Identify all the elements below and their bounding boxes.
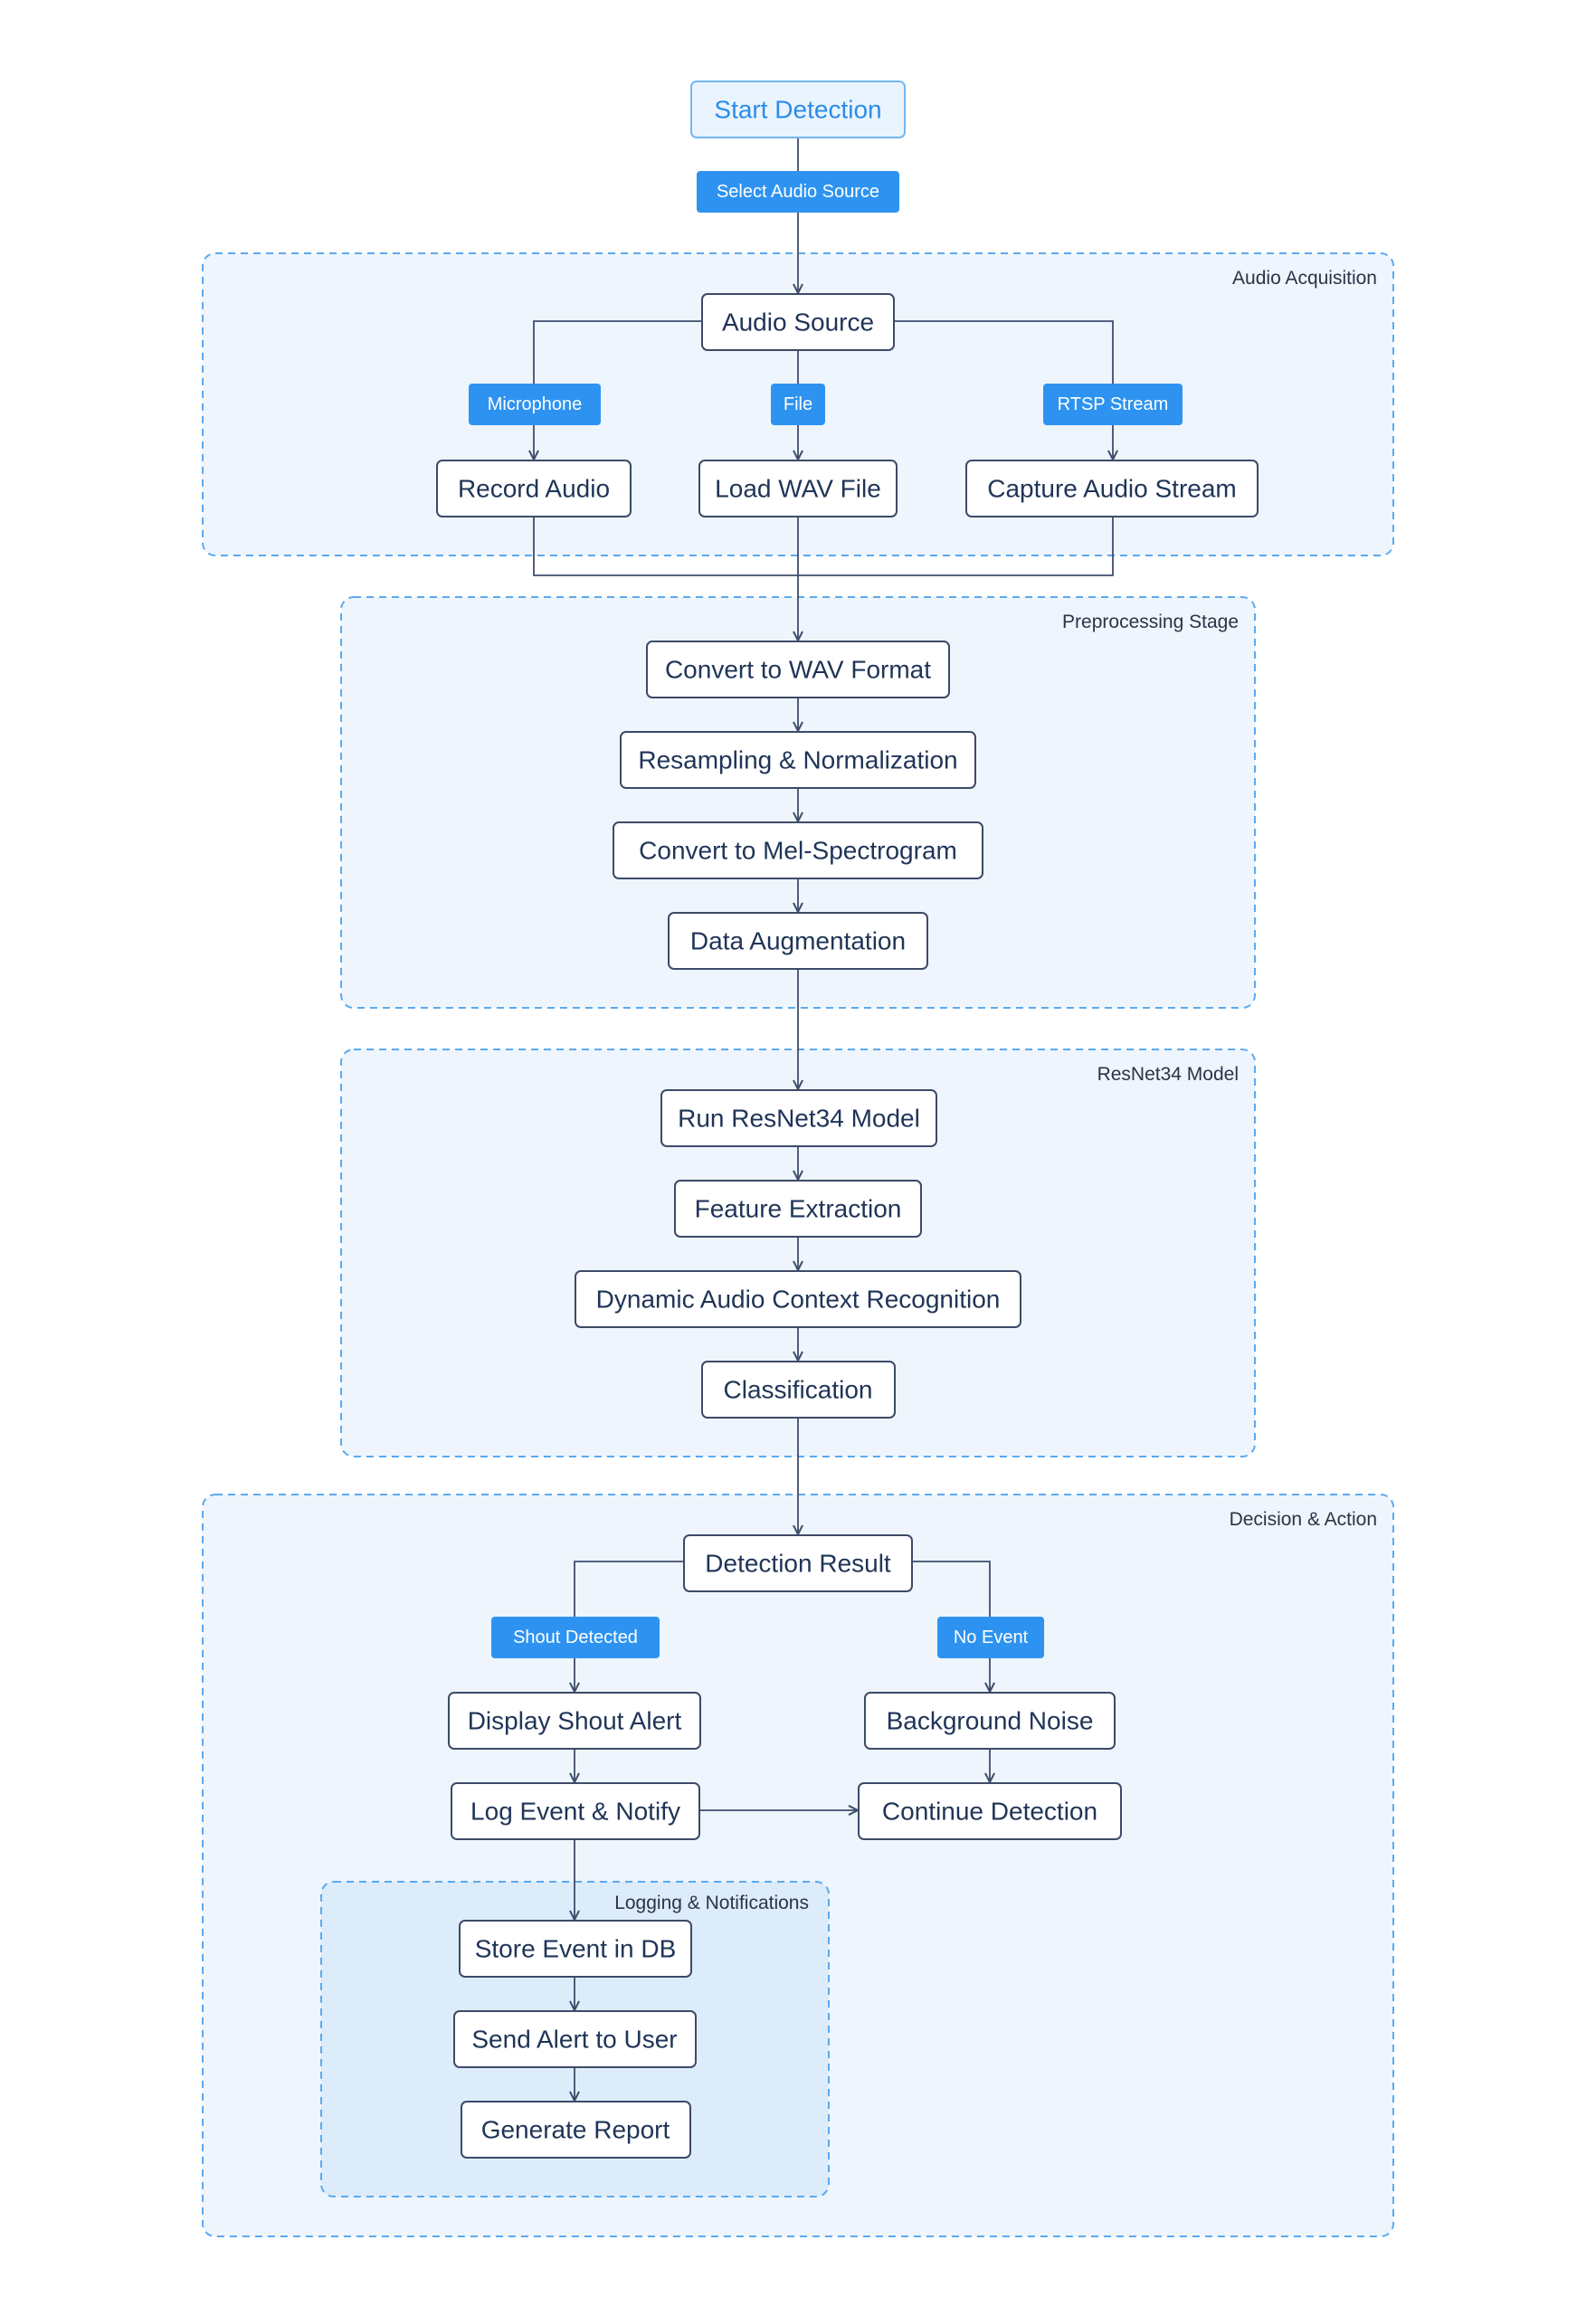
- svg-text:Convert to WAV Format: Convert to WAV Format: [665, 656, 931, 684]
- svg-text:Classification: Classification: [724, 1376, 873, 1404]
- group-title-preprocessing: Preprocessing Stage: [1062, 612, 1239, 632]
- node-capture-audio-stream[interactable]: Capture Audio Stream: [965, 460, 1259, 517]
- node-start-detection[interactable]: Start Detection: [690, 81, 906, 138]
- group-title-logging: Logging & Notifications: [614, 1893, 809, 1913]
- node-log-event-notify[interactable]: Log Event & Notify: [451, 1782, 700, 1840]
- svg-text:Detection Result: Detection Result: [705, 1550, 891, 1578]
- svg-text:Load WAV File: Load WAV File: [715, 475, 881, 503]
- svg-text:RTSP Stream: RTSP Stream: [1058, 394, 1169, 414]
- edge-label-file: File: [771, 384, 825, 425]
- node-store-event-db[interactable]: Store Event in DB: [459, 1920, 692, 1978]
- node-display-shout-alert[interactable]: Display Shout Alert: [448, 1692, 701, 1750]
- svg-text:Continue Detection: Continue Detection: [882, 1798, 1097, 1826]
- svg-text:Store Event in DB: Store Event in DB: [475, 1935, 677, 1963]
- node-send-alert-user[interactable]: Send Alert to User: [453, 2010, 697, 2068]
- node-record-audio[interactable]: Record Audio: [436, 460, 632, 517]
- svg-text:Start Detection: Start Detection: [714, 96, 881, 124]
- node-context-recognition[interactable]: Dynamic Audio Context Recognition: [575, 1270, 1021, 1328]
- node-detection-result[interactable]: Detection Result: [683, 1534, 913, 1592]
- svg-text:Generate Report: Generate Report: [481, 2116, 670, 2144]
- svg-text:No Event: No Event: [954, 1628, 1029, 1647]
- svg-text:Microphone: Microphone: [488, 394, 583, 414]
- svg-text:Run ResNet34 Model: Run ResNet34 Model: [678, 1105, 920, 1133]
- svg-text:Capture Audio Stream: Capture Audio Stream: [987, 475, 1237, 503]
- svg-text:Select Audio Source: Select Audio Source: [717, 182, 879, 202]
- node-classification[interactable]: Classification: [701, 1361, 896, 1419]
- svg-text:Resampling & Normalization: Resampling & Normalization: [638, 746, 957, 774]
- edge-capture-to-merge: [798, 516, 1114, 576]
- edge-label-shout-detected: Shout Detected: [491, 1617, 660, 1658]
- edge-label-select-source: Select Audio Source: [697, 171, 899, 213]
- group-title-audio-acquisition: Audio Acquisition: [1232, 268, 1377, 289]
- node-load-wav-file[interactable]: Load WAV File: [698, 460, 898, 517]
- node-continue-detection[interactable]: Continue Detection: [858, 1782, 1122, 1840]
- svg-text:Audio Source: Audio Source: [722, 308, 874, 337]
- edge-record-to-merge: [533, 516, 798, 576]
- edge-label-rtsp: RTSP Stream: [1043, 384, 1183, 425]
- svg-text:Dynamic Audio Context Recognit: Dynamic Audio Context Recognition: [596, 1286, 1001, 1314]
- svg-text:Background Noise: Background Noise: [887, 1707, 1094, 1735]
- svg-text:File: File: [784, 394, 812, 414]
- svg-text:Record Audio: Record Audio: [458, 475, 610, 503]
- node-feature-extraction[interactable]: Feature Extraction: [674, 1180, 922, 1238]
- svg-text:Shout Detected: Shout Detected: [513, 1628, 638, 1647]
- node-background-noise[interactable]: Background Noise: [864, 1692, 1116, 1750]
- group-title-decision: Decision & Action: [1230, 1509, 1377, 1530]
- edge-label-no-event: No Event: [937, 1617, 1044, 1658]
- node-audio-source[interactable]: Audio Source: [701, 293, 895, 351]
- node-data-augmentation[interactable]: Data Augmentation: [668, 912, 928, 970]
- edge-label-microphone: Microphone: [469, 384, 601, 425]
- node-generate-report[interactable]: Generate Report: [461, 2101, 691, 2159]
- node-mel-spectrogram[interactable]: Convert to Mel-Spectrogram: [613, 821, 983, 879]
- node-run-resnet[interactable]: Run ResNet34 Model: [660, 1089, 937, 1147]
- svg-text:Data Augmentation: Data Augmentation: [690, 927, 906, 955]
- svg-text:Log Event & Notify: Log Event & Notify: [470, 1798, 680, 1826]
- svg-text:Display Shout Alert: Display Shout Alert: [468, 1707, 682, 1735]
- node-convert-to-wav[interactable]: Convert to WAV Format: [646, 641, 950, 698]
- svg-text:Send Alert to User: Send Alert to User: [471, 2026, 677, 2054]
- group-title-resnet: ResNet34 Model: [1097, 1064, 1239, 1085]
- svg-text:Feature Extraction: Feature Extraction: [695, 1195, 902, 1223]
- svg-text:Convert to Mel-Spectrogram: Convert to Mel-Spectrogram: [639, 837, 957, 865]
- node-resampling-normalization[interactable]: Resampling & Normalization: [620, 731, 976, 789]
